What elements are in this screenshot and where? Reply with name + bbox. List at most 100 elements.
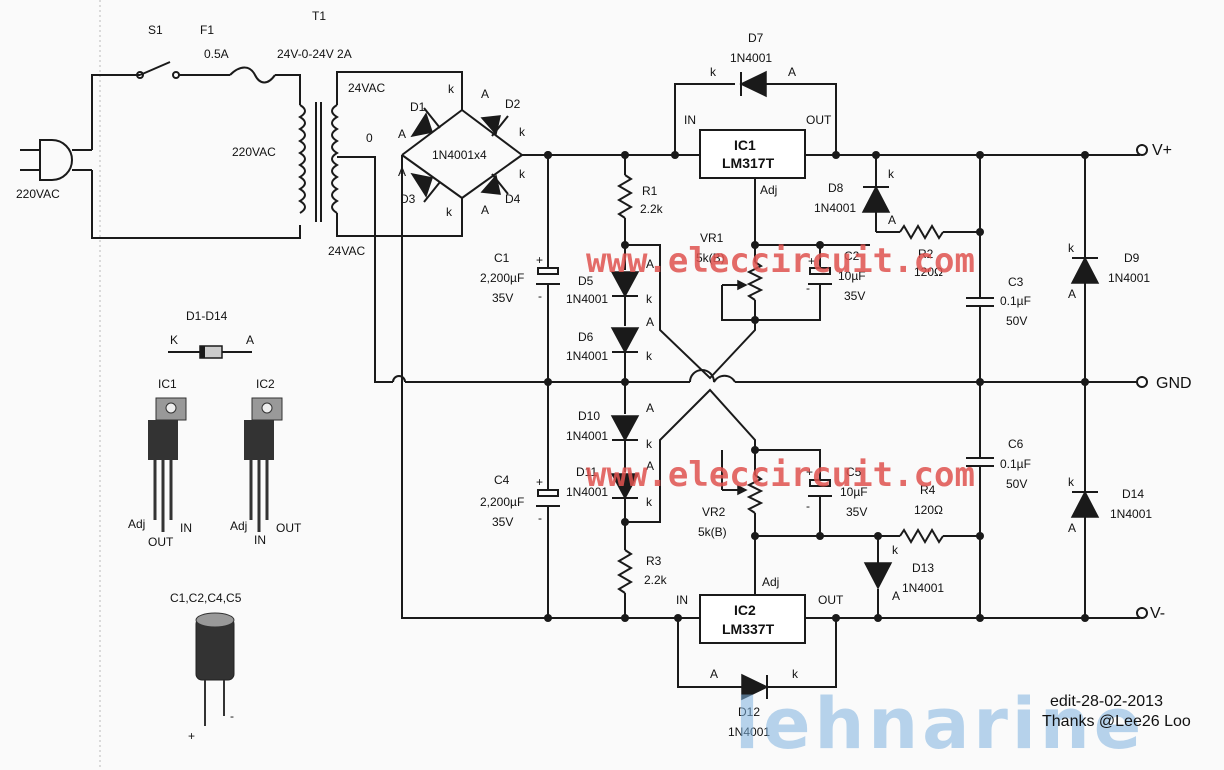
r1-label: R1 bbox=[642, 184, 658, 198]
r2-value: 120Ω bbox=[914, 265, 943, 279]
center-tap-label: 0 bbox=[366, 131, 373, 145]
watermark-brand: lehnarine bbox=[735, 683, 1145, 765]
junction-dots bbox=[544, 151, 1089, 622]
c3-value: 0.1µF bbox=[1000, 294, 1031, 308]
c4-plus: + bbox=[536, 475, 543, 489]
ic2-lm337t bbox=[699, 594, 806, 644]
edit-date: edit-28-02-2013 bbox=[1050, 693, 1163, 710]
c5-voltage: 35V bbox=[846, 505, 867, 519]
terminal-vplus[interactable] bbox=[1136, 144, 1148, 156]
ic2-out: OUT bbox=[818, 593, 844, 607]
c4-voltage: 35V bbox=[492, 515, 513, 529]
bridge-a-left: A bbox=[398, 127, 406, 141]
legend-ic1-label: IC1 bbox=[158, 377, 177, 391]
legend-diode-a: A bbox=[246, 333, 254, 347]
d7-label: D7 bbox=[748, 31, 764, 45]
c2-minus: - bbox=[806, 281, 810, 295]
d5-label: D5 bbox=[578, 274, 594, 288]
d11-a: A bbox=[646, 459, 654, 473]
diode-d5 bbox=[610, 271, 640, 326]
c5-minus: - bbox=[806, 499, 810, 513]
c2-label: C2 bbox=[844, 249, 860, 263]
bridge-part-label: 1N4001x4 bbox=[432, 148, 487, 162]
c6-voltage: 50V bbox=[1006, 477, 1027, 491]
r3-label: R3 bbox=[646, 554, 662, 568]
diode-d14 bbox=[1070, 382, 1100, 618]
ic1-in: IN bbox=[684, 113, 696, 127]
d12-a: A bbox=[710, 667, 718, 681]
d10-part: 1N4001 bbox=[566, 429, 608, 443]
watermark-top: www.eleccircuit.com bbox=[586, 241, 975, 281]
capacitor-c1 bbox=[536, 155, 560, 382]
watermark-bottom: www.eleccircuit.com bbox=[586, 455, 975, 495]
switch-s1[interactable] bbox=[136, 61, 180, 79]
c2-voltage: 35V bbox=[844, 289, 865, 303]
r2-label: R2 bbox=[918, 247, 934, 261]
d6-a: A bbox=[646, 315, 654, 329]
ic2-in: IN bbox=[676, 593, 688, 607]
legend-ic2-label: IC2 bbox=[256, 377, 275, 391]
d4-label: D4 bbox=[505, 192, 521, 206]
c4-label: C4 bbox=[494, 473, 510, 487]
potentiometer-vr2 bbox=[721, 450, 870, 595]
d11-k: k bbox=[646, 495, 653, 509]
bridge-k-right2: k bbox=[519, 167, 526, 181]
secondary-bottom-voltage: 24VAC bbox=[328, 244, 365, 258]
terminal-vminus[interactable] bbox=[1136, 607, 1148, 619]
c3-label: C3 bbox=[1008, 275, 1024, 289]
gnd-label: GND bbox=[1156, 375, 1192, 392]
legend-cap-plus: + bbox=[188, 729, 195, 743]
legend-ic1-adj: Adj bbox=[128, 517, 145, 531]
c3-voltage: 50V bbox=[1006, 314, 1027, 328]
ic2-ref: IC2 bbox=[734, 602, 756, 618]
vr2-label: VR2 bbox=[702, 505, 726, 519]
bridge-k-right: k bbox=[519, 125, 526, 139]
d13-a: A bbox=[892, 589, 900, 603]
d10-k: k bbox=[646, 437, 653, 451]
transformer-primary bbox=[298, 102, 339, 222]
bridge-k-top: k bbox=[448, 82, 455, 96]
ic1-lm317t bbox=[699, 129, 806, 179]
d13-k: k bbox=[892, 543, 899, 557]
c2-plus: + bbox=[808, 254, 815, 268]
bridge-a-bottom: A bbox=[481, 203, 489, 217]
d6-label: D6 bbox=[578, 330, 594, 344]
d6-k: k bbox=[646, 349, 653, 363]
bridge-a-top: A bbox=[481, 87, 489, 101]
d10-a: A bbox=[646, 401, 654, 415]
c1-value: 2,200µF bbox=[480, 271, 524, 285]
ic1-adj: Adj bbox=[760, 183, 777, 197]
c6-label: C6 bbox=[1008, 437, 1024, 451]
transformer-label: T1 bbox=[312, 9, 326, 23]
capacitor-c6 bbox=[966, 382, 994, 618]
d11-part: 1N4001 bbox=[566, 485, 608, 499]
c5-plus: + bbox=[806, 465, 813, 479]
c1-label: C1 bbox=[494, 251, 510, 265]
d14-label: D14 bbox=[1122, 487, 1144, 501]
fuse-rating: 0.5A bbox=[204, 47, 229, 61]
terminal-gnd[interactable] bbox=[1136, 376, 1148, 388]
diode-d10 bbox=[610, 415, 640, 472]
ic1-part: LM317T bbox=[722, 155, 775, 171]
d12-k: k bbox=[792, 667, 799, 681]
transformer-rating: 24V-0-24V 2A bbox=[277, 47, 352, 61]
legend-ic1-in: IN bbox=[180, 521, 192, 535]
d8-label: D8 bbox=[828, 181, 844, 195]
c4-minus: - bbox=[538, 511, 542, 525]
d8-part: 1N4001 bbox=[814, 201, 856, 215]
legend-ic2-out: OUT bbox=[276, 521, 302, 535]
r4-label: R4 bbox=[920, 483, 936, 497]
d12-label: D12 bbox=[738, 705, 760, 719]
vplus-label: V+ bbox=[1152, 142, 1172, 159]
d11-label: D11 bbox=[576, 465, 597, 479]
capacitor-c5 bbox=[808, 479, 832, 536]
edit-thanks: Thanks @Lee26 Loo bbox=[1042, 713, 1191, 730]
d14-part: 1N4001 bbox=[1110, 507, 1152, 521]
c1-minus: - bbox=[538, 289, 542, 303]
capacitor-c3 bbox=[966, 155, 994, 382]
legend-diode-icon bbox=[168, 345, 252, 359]
diode-d13 bbox=[863, 536, 893, 618]
fuse-label: F1 bbox=[200, 23, 214, 37]
legend-ic2-package bbox=[244, 397, 283, 532]
